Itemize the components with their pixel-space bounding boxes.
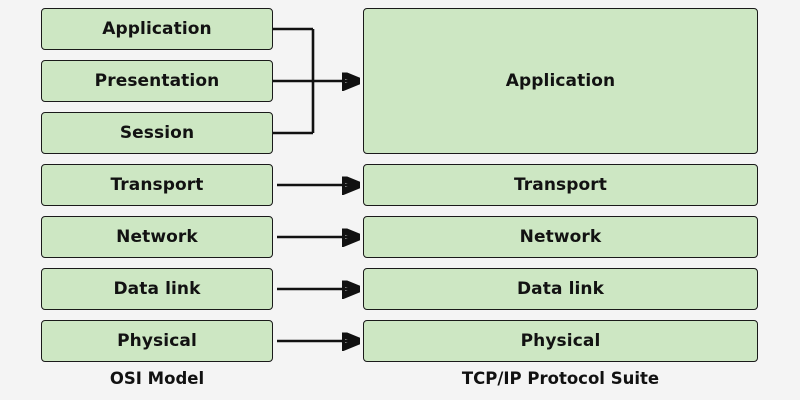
osi-layer-label: Data link (113, 278, 201, 299)
osi-layer-label: Network (116, 226, 198, 247)
osi-layer-presentation[interactable]: Presentation (41, 60, 273, 102)
tcpip-layer-label: Transport (513, 174, 608, 195)
osi-layer-label: Presentation (94, 70, 220, 91)
tcpip-layer-label: Network (519, 226, 602, 247)
tcpip-layer-transport[interactable]: Transport (363, 164, 758, 206)
osi-layer-label: Application (102, 18, 212, 39)
bracket-connector-application (273, 27, 358, 135)
osi-layer-application[interactable]: Application (41, 8, 273, 50)
osi-layer-label: Physical (117, 330, 197, 351)
tcpip-layer-physical[interactable]: Physical (363, 320, 758, 362)
tcpip-layer-data-link[interactable]: Data link (363, 268, 758, 310)
tcpip-layer-label: Data link (516, 278, 605, 299)
tcpip-layer-label: Physical (520, 330, 601, 351)
osi-layer-transport[interactable]: Transport (41, 164, 273, 206)
osi-caption: OSI Model (109, 369, 205, 388)
osi-layer-label: Session (119, 122, 195, 143)
tcpip-layer-network[interactable]: Network (363, 216, 758, 258)
tcpip-caption: TCP/IP Protocol Suite (461, 369, 660, 388)
osi-layer-session[interactable]: Session (41, 112, 273, 154)
osi-layer-physical[interactable]: Physical (41, 320, 273, 362)
tcpip-layer-label: Application (505, 70, 616, 91)
tcpip-layer-application[interactable]: Application (363, 8, 758, 154)
osi-layer-network[interactable]: Network (41, 216, 273, 258)
osi-layer-data-link[interactable]: Data link (41, 268, 273, 310)
osi-layer-label: Transport (110, 174, 204, 195)
